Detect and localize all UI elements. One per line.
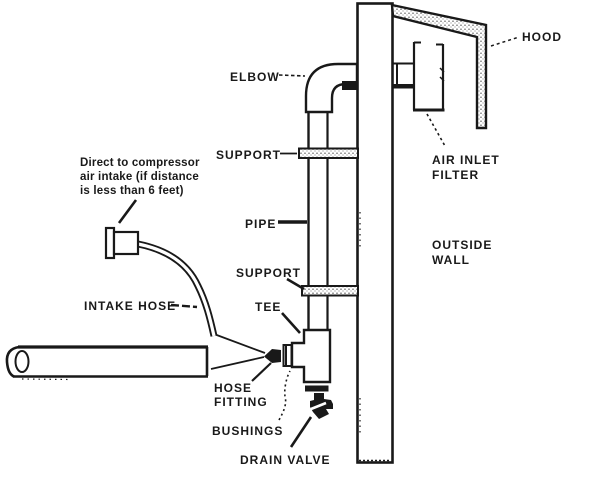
- drain-valve-label: DRAIN VALVE: [240, 453, 331, 467]
- hood-leader-line: [490, 36, 520, 47]
- intake-hose-leader-line: [170, 303, 198, 309]
- air-inlet-filter-leader-line: [426, 113, 446, 147]
- elbow-label: ELBOW: [230, 70, 280, 84]
- support-lower-label: SUPPORT: [236, 266, 301, 280]
- support-lower-leader-line: [286, 277, 305, 291]
- outside-wall-label-line2: WALL: [432, 253, 470, 267]
- support-lower-shape: [301, 285, 359, 297]
- intake-hose-label: INTAKE HOSE: [84, 299, 176, 313]
- hood-shape: [390, 3, 488, 130]
- hose-to-fitting-leader-line: [213, 333, 266, 354]
- elbow-leader-line: [278, 74, 306, 77]
- outside-wall-label-line1: OUTSIDE: [432, 238, 492, 252]
- compressor-hose-fitting-shape: [104, 226, 140, 260]
- tee-shape: [290, 328, 332, 384]
- tee-leader-line: [281, 312, 301, 334]
- hose-fitting-leader-line: [251, 362, 272, 382]
- tee-label: TEE: [255, 300, 281, 314]
- air-inlet-filter-label-line1: AIR INLET: [432, 153, 500, 167]
- compressor-note-line1: Direct to compressor: [80, 157, 200, 169]
- filter-wall-connector: [393, 62, 414, 89]
- hose-fitting-label-line1: HOSE: [214, 381, 252, 395]
- support-upper-shape: [298, 147, 359, 159]
- support-upper-label: SUPPORT: [216, 148, 281, 162]
- pipe-to-fitting-leader-line: [210, 356, 265, 370]
- hose-fitting-shape: [264, 349, 281, 363]
- compressor-note-line2: air intake (if distance: [80, 171, 199, 183]
- pipe-label: PIPE: [245, 217, 276, 231]
- compressor-note-line3: is less than 6 feet): [80, 185, 184, 197]
- intake-pipe-shape: [5, 345, 209, 381]
- elbow-wall-connector: [342, 81, 358, 90]
- bushings-leader-line: [278, 370, 291, 421]
- bushings-label: BUSHINGS: [212, 424, 283, 438]
- air-inlet-filter-label-line2: FILTER: [432, 168, 479, 182]
- vertical-pipe-shape: [307, 111, 329, 331]
- bushing-side-shape: [282, 344, 293, 367]
- hose-fitting-label-line2: FITTING: [214, 395, 268, 409]
- note-leader-line: [117, 199, 138, 224]
- bushing-bottom-shape: [305, 385, 329, 392]
- drain-valve-leader-line: [289, 416, 313, 448]
- intake-hose-shape: [137, 240, 218, 337]
- drain-valve-detail: [310, 401, 327, 411]
- air-inlet-filter-shape: [412, 41, 445, 112]
- outside-wall: [356, 2, 394, 464]
- hood-label: HOOD: [522, 30, 562, 44]
